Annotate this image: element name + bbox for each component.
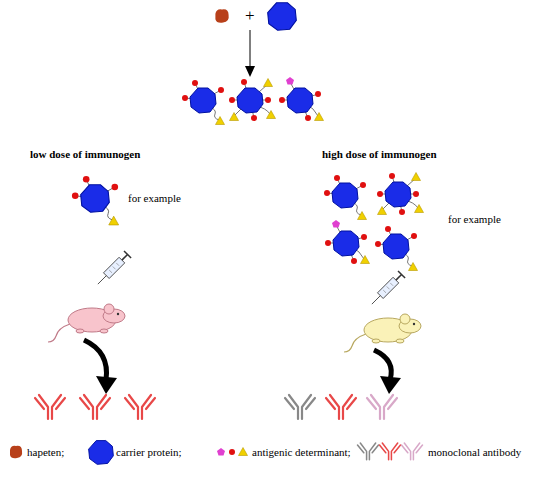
label-text: high dose of immunogen [322, 148, 437, 161]
low-dose-immunogen [72, 176, 119, 225]
label-text: for example [448, 213, 501, 226]
reactants [215, 3, 296, 31]
conjugate-row [182, 77, 324, 125]
legend-text: antigenic determinant; [252, 446, 351, 459]
legend-text: monoclonal antibody [428, 446, 521, 459]
high-dose-immunogen [324, 173, 424, 271]
label-text: + [245, 7, 255, 25]
reaction-arrow [245, 30, 255, 77]
antibody-row [35, 395, 397, 419]
legend-text: hapeten; [27, 446, 64, 459]
mouse-icon [48, 304, 421, 352]
legend-text: carrier protein; [116, 446, 182, 459]
result-arrow [84, 340, 401, 394]
label-text: for example [128, 192, 181, 205]
syringe-icon [94, 251, 405, 308]
legend-icons [10, 441, 423, 465]
label-text: low dose of immunogen [30, 148, 140, 161]
